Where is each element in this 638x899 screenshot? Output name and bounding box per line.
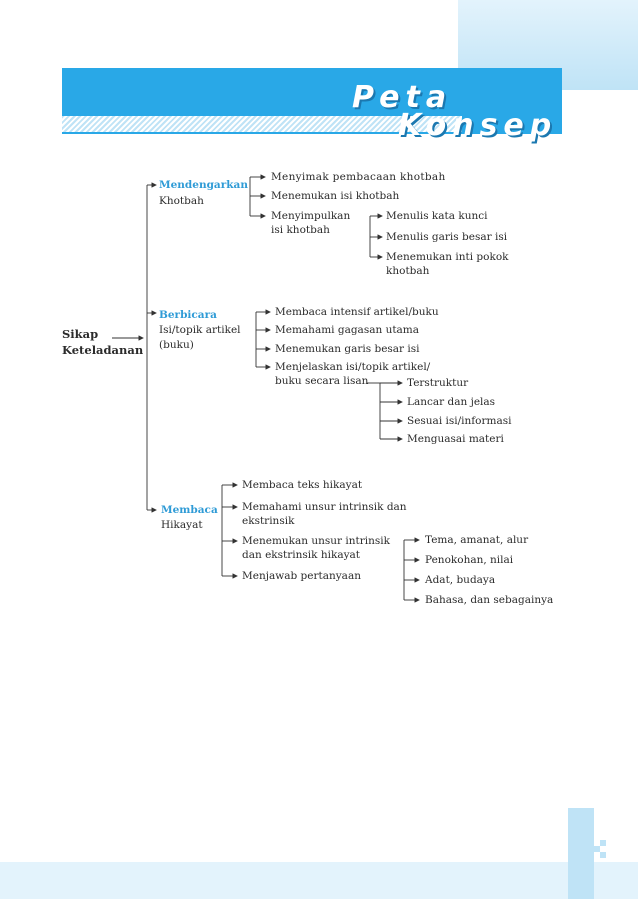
node-subitem: Menulis kata kunci [386, 209, 488, 223]
node-item: Menemukan unsur intrinsik [242, 534, 390, 548]
node-item: Menemukan isi khotbah [271, 189, 399, 203]
checker-decoration [588, 840, 612, 864]
node-subitem: Menemukan inti pokok [386, 250, 509, 264]
node-subitem: Sesuai isi/informasi [407, 414, 511, 428]
root-line1: Sikap [62, 326, 98, 342]
node-item: Menjawab pertanyaan [242, 569, 361, 583]
node-subitem: Menulis garis besar isi [386, 230, 507, 244]
node-item: buku secara lisan [275, 374, 368, 388]
node-item: Membaca teks hikayat [242, 478, 362, 492]
node-item: dan ekstrinsik hikayat [242, 548, 360, 562]
node-subitem: Tema, amanat, alur [425, 533, 528, 547]
node-subitem: khotbah [386, 264, 429, 278]
branch-sub-buku: (buku) [159, 338, 194, 352]
root-line2: Keteladanan [62, 342, 143, 358]
node-subitem: Menguasai materi [407, 432, 504, 446]
node-item: Menyimpulkan [271, 209, 350, 223]
node-item: Membaca intensif artikel/buku [275, 305, 439, 319]
node-item: isi khotbah [271, 223, 330, 237]
node-item: Menjelaskan isi/topik artikel/ [275, 360, 430, 374]
branch-heading-berbicara: Berbicara [159, 308, 217, 322]
node-item: Memahami gagasan utama [275, 323, 419, 337]
node-item: Memahami unsur intrinsik dan [242, 500, 407, 514]
node-subitem: Bahasa, dan sebagainya [425, 593, 553, 607]
node-subitem: Adat, budaya [425, 573, 495, 587]
branch-heading-membaca: Membaca [161, 503, 218, 517]
node-subitem: Terstruktur [407, 376, 468, 390]
branch-sub-hikayat: Hikayat [161, 518, 203, 532]
node-subitem: Penokohan, nilai [425, 553, 513, 567]
node-item: Menemukan garis besar isi [275, 342, 420, 356]
branch-sub-isi-topik: Isi/topik artikel [159, 323, 241, 337]
footer-band [0, 862, 638, 899]
node-subitem: Lancar dan jelas [407, 395, 495, 409]
node-item: Menyimak pembacaan khotbah [271, 170, 446, 184]
branch-sub-khotbah: Khotbah [159, 194, 204, 208]
node-item: ekstrinsik [242, 514, 294, 528]
branch-heading-mendengarkan: Mendengarkan [159, 178, 248, 192]
